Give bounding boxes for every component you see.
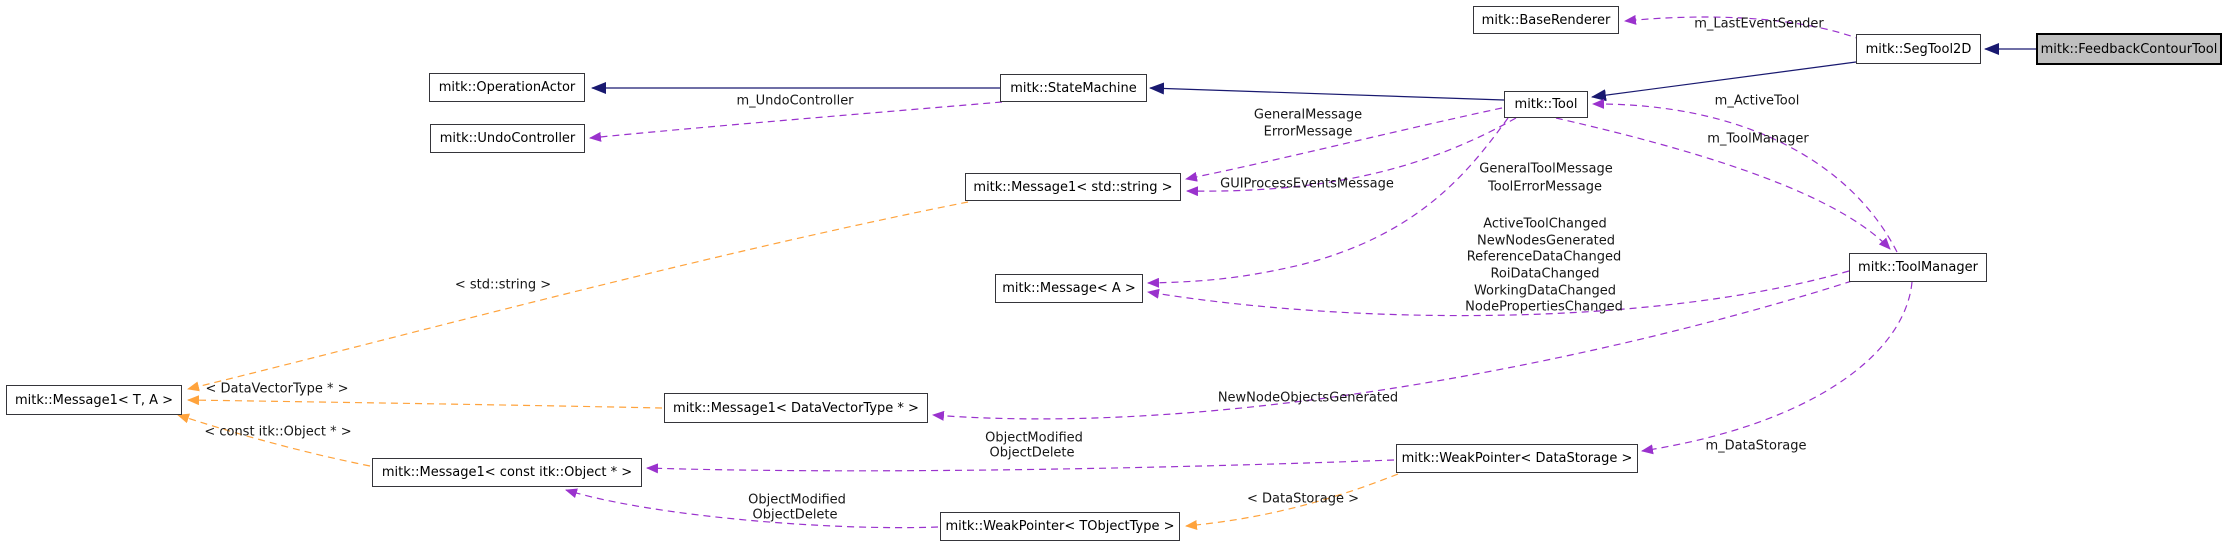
edge-label: < DataVectorType * > — [205, 381, 349, 397]
edge-label: ObjectDelete — [989, 445, 1075, 461]
class-node-undo-controller[interactable]: mitk::UndoController — [430, 124, 585, 153]
edge-weakpointer-datastorage-to-weakpointer-tobjecttype — [1185, 473, 1399, 530]
edge-label: NewNodesGenerated — [1476, 233, 1616, 249]
class-node-message1-t-a[interactable]: mitk::Message1< T, A > — [6, 385, 182, 415]
class-node-base-renderer[interactable]: mitk::BaseRenderer — [1473, 6, 1619, 34]
class-node-tool[interactable]: mitk::Tool — [1504, 91, 1588, 118]
edge-tool-manager-to-message1-datavectortype — [932, 280, 1853, 421]
edge-label: ActiveToolChanged — [1483, 216, 1607, 232]
edge-label: m_DataStorage — [1705, 438, 1807, 454]
edge-seg-tool2d-to-tool — [1591, 61, 1857, 102]
class-node-weakpointer-tobjecttype[interactable]: mitk::WeakPointer< TObjectType > — [940, 512, 1180, 541]
edge-message1-datavectortype-to-message1-t-a — [187, 395, 663, 409]
edge-label: m_ToolManager — [1707, 131, 1809, 147]
edge-label: < const itk::Object * > — [204, 424, 352, 440]
edge-label: ReferenceDataChanged — [1466, 249, 1622, 265]
class-node-seg-tool2d[interactable]: mitk::SegTool2D — [1856, 34, 1981, 64]
edge-weakpointer-tobjecttype-to-message1-const-itk-object — [565, 488, 939, 529]
class-node-message1-std-string[interactable]: mitk::Message1< std::string > — [965, 173, 1181, 201]
edge-label: ToolErrorMessage — [1488, 179, 1602, 195]
edge-label: RoiDataChanged — [1490, 266, 1600, 282]
edge-weakpointer-datastorage-to-message1-const-itk-object — [646, 459, 1395, 474]
class-node-feedback-contour-tool[interactable]: mitk::FeedbackContourTool — [2036, 33, 2222, 65]
class-node-message1-const-itk-object[interactable]: mitk::Message1< const itk::Object * > — [372, 458, 642, 487]
edge-tool-to-message-a — [1147, 117, 1509, 288]
edge-message1-const-itk-object-to-message1-t-a — [177, 413, 371, 467]
class-node-message-a[interactable]: mitk::Message< A > — [995, 274, 1143, 303]
class-node-state-machine[interactable]: mitk::StateMachine — [1000, 74, 1147, 102]
edge-label: NewNodeObjectsGenerated — [1217, 390, 1399, 406]
edge-label: GeneralToolMessage — [1479, 161, 1613, 177]
edge-state-machine-to-undo-controller — [589, 101, 1003, 142]
edge-tool-to-message1-std-string — [1186, 117, 1517, 197]
edge-tool-manager-to-tool — [1592, 98, 1898, 253]
edge-tool-to-message1-std-string — [1185, 107, 1503, 182]
edge-tool-manager-to-message-a — [1147, 270, 1850, 317]
edge-tool-manager-to-weakpointer-datastorage — [1641, 281, 1913, 455]
edge-seg-tool2d-to-base-renderer — [1624, 14, 1863, 41]
edge-label: NodePropertiesChanged — [1465, 299, 1623, 315]
edge-label: ObjectModified — [985, 430, 1083, 446]
edge-label: m_UndoController — [736, 93, 854, 109]
edge-label: GUIProcessEventsMessage — [1220, 176, 1394, 192]
class-node-weakpointer-datastorage[interactable]: mitk::WeakPointer< DataStorage > — [1396, 444, 1638, 473]
edge-label: ObjectModified — [748, 492, 846, 508]
edge-label: m_LastEventSender — [1694, 16, 1824, 32]
edge-label: < std::string > — [454, 277, 552, 293]
edge-message1-std-string-to-message1-t-a — [187, 201, 969, 392]
edge-label: < DataStorage > — [1247, 491, 1359, 507]
edge-label: m_ActiveTool — [1714, 93, 1800, 109]
class-node-tool-manager[interactable]: mitk::ToolManager — [1849, 253, 1987, 282]
edge-label: GeneralMessage — [1253, 107, 1363, 123]
edge-label: ObjectDelete — [752, 507, 838, 523]
edge-label: WorkingDataChanged — [1473, 283, 1617, 299]
edge-label: ErrorMessage — [1263, 124, 1353, 140]
class-node-operation-actor[interactable]: mitk::OperationActor — [429, 73, 585, 102]
class-node-message1-datavectortype[interactable]: mitk::Message1< DataVectorType * > — [664, 393, 928, 423]
edge-tool-to-state-machine — [1149, 82, 1505, 101]
